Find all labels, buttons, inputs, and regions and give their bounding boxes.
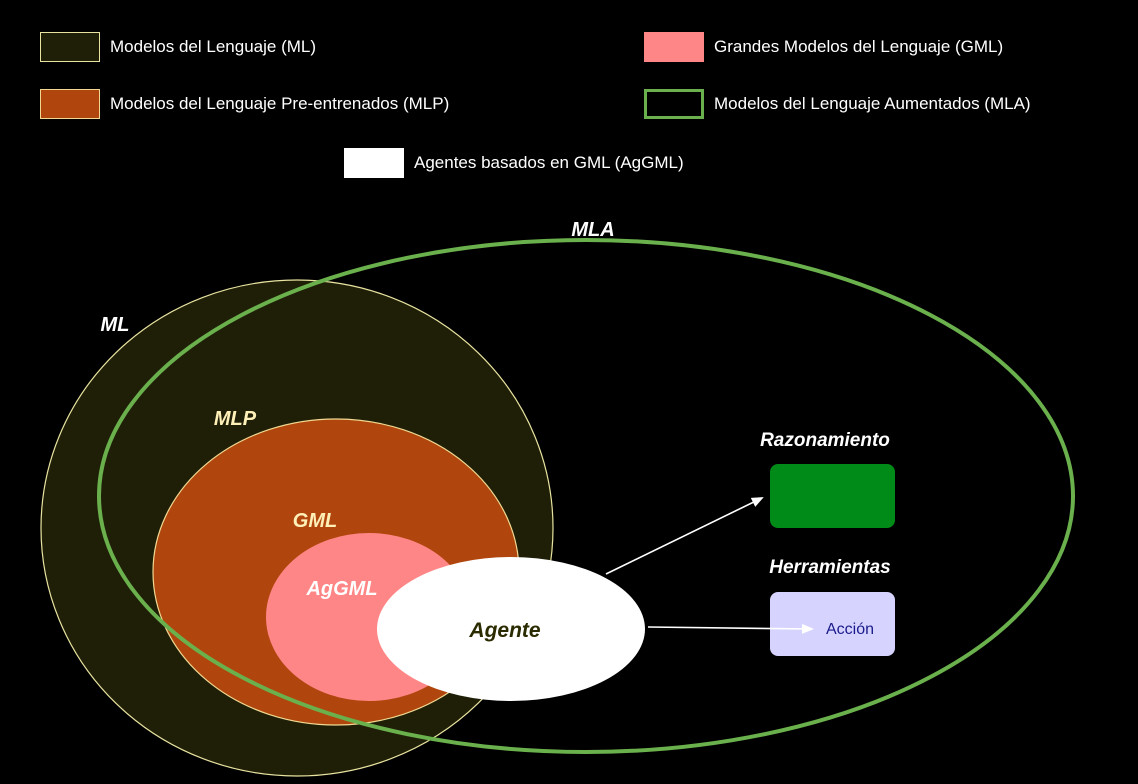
legend-label-gml: Grandes Modelos del Lenguaje (GML) xyxy=(714,37,1004,56)
reasoning-box xyxy=(770,464,895,528)
legend-swatch-mla xyxy=(644,89,704,119)
mla-label: MLA xyxy=(571,219,614,241)
mla-ellipse xyxy=(97,238,1075,754)
reasoning-label: Razonamiento xyxy=(760,430,890,451)
legend-label-ml: Modelos del Lenguaje (ML) xyxy=(110,37,317,56)
legend-swatch-mlp xyxy=(40,89,100,119)
legend-label-mlp: Modelos del Lenguaje Pre-entrenados (MLP… xyxy=(110,94,450,113)
legend-item-gml: Grandes Modelos del Lenguaje (GML) xyxy=(644,32,1003,62)
agent-label: Agente xyxy=(468,619,540,642)
tools-label: Herramientas xyxy=(769,557,890,578)
ml-label: ML xyxy=(101,314,130,336)
arrow-to-reasoning xyxy=(605,497,764,575)
legend-label-mla: Modelos del Lenguaje Aumentados (MLA) xyxy=(714,94,1031,113)
mlp-label: MLP xyxy=(214,408,257,430)
action-label: Acción xyxy=(826,621,874,638)
legend-swatch-gml xyxy=(644,32,704,62)
legend-item-mla: Modelos del Lenguaje Aumentados (MLA) xyxy=(644,89,1031,119)
legend-swatch-ml xyxy=(40,32,100,62)
legend-item-mlp: Modelos del Lenguaje Pre-entrenados (MLP… xyxy=(40,89,449,119)
aggml-label: AgGML xyxy=(305,578,377,600)
legend-item-ml: Modelos del Lenguaje (ML) xyxy=(40,32,316,62)
arrow-to-action xyxy=(647,623,814,634)
tools-box xyxy=(770,592,895,656)
agent-ellipse xyxy=(377,557,645,701)
legend-label-aggml: Agentes basados en GML (AgGML) xyxy=(414,153,684,172)
legend-item-aggml: Agentes basados en GML (AgGML) xyxy=(344,148,684,178)
gml-label: GML xyxy=(293,510,337,532)
legend-swatch-aggml xyxy=(344,148,404,178)
